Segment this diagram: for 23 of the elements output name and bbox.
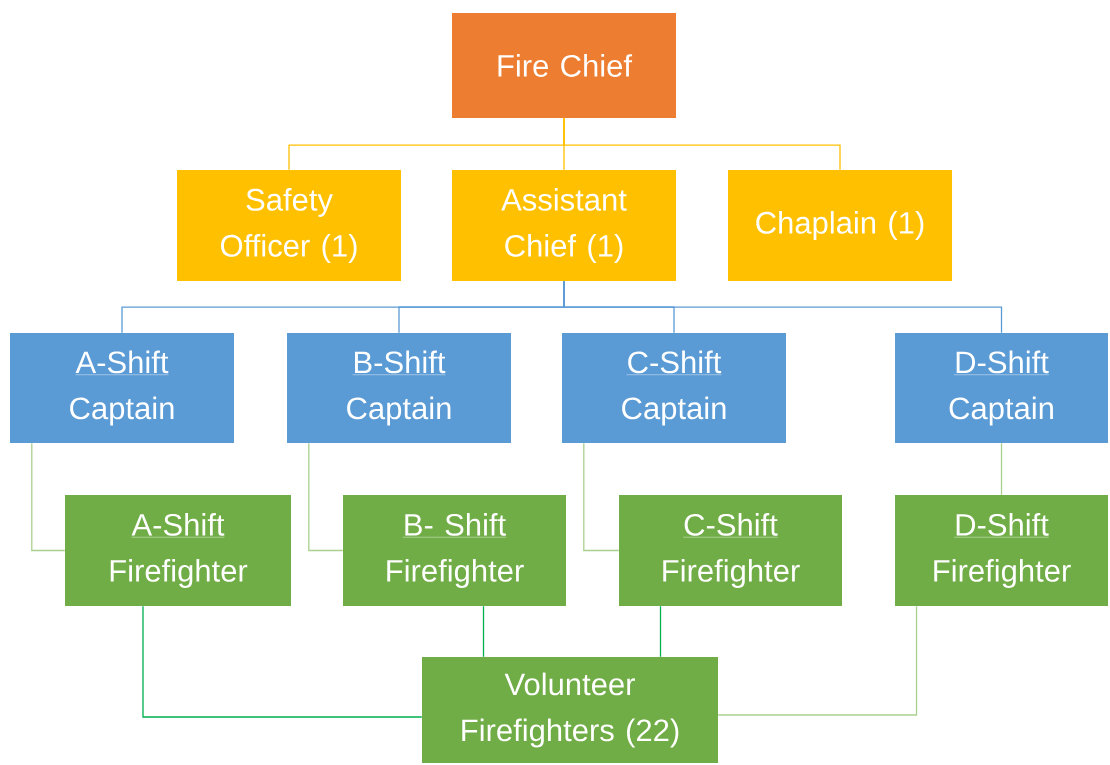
firefighter-box: D-Shift Firefighter <box>895 495 1108 606</box>
connector-line <box>1000 442 1003 496</box>
volunteer-box: Volunteer Firefighters (22) <box>422 657 718 763</box>
connector-line <box>308 442 344 552</box>
connector-line <box>563 117 841 171</box>
connector-line <box>659 605 662 658</box>
captain-box: B-Shift Captain <box>287 333 511 443</box>
firefighter-box: A-Shift Firefighter <box>65 495 291 606</box>
captain-box: D-Shift Captain <box>895 333 1108 443</box>
connector-line <box>563 280 1003 334</box>
chief-box: Fire Chief <box>452 13 676 118</box>
firefighter-box: C-Shift Firefighter <box>619 495 842 606</box>
officer-box: Chaplain (1) <box>728 170 952 281</box>
connector-line <box>31 442 66 552</box>
firefighter-box: B- Shift Firefighter <box>343 495 566 606</box>
connector-line <box>717 605 918 716</box>
connector-line <box>482 605 485 658</box>
officer-box: Assistant Chief (1) <box>452 170 676 281</box>
officer-box: Safety Officer (1) <box>177 170 401 281</box>
captain-box: A-Shift Captain <box>10 333 234 443</box>
captain-box: C-Shift Captain <box>562 333 786 443</box>
connector-line <box>583 442 620 552</box>
connector-line <box>142 605 423 718</box>
